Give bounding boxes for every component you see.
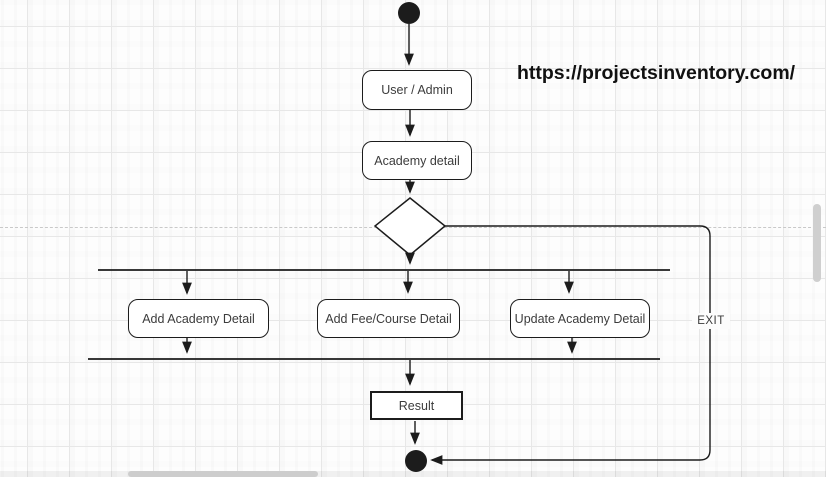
final-node[interactable] bbox=[405, 450, 427, 472]
activity-label: Update Academy Detail bbox=[514, 311, 646, 326]
activity-add-academy-detail[interactable]: Add Academy Detail bbox=[128, 299, 269, 338]
horizontal-scrollbar-track[interactable] bbox=[0, 471, 826, 477]
activity-label: Add Fee/Course Detail bbox=[325, 311, 452, 326]
edge-decision-exit-to-end bbox=[430, 225, 711, 465]
activity-label: Academy detail bbox=[374, 153, 460, 168]
activity-user-admin[interactable]: User / Admin bbox=[362, 70, 472, 110]
activity-label: Add Academy Detail bbox=[142, 311, 255, 326]
activity-update-academy-detail[interactable]: Update Academy Detail bbox=[510, 299, 650, 338]
horizontal-scrollbar-thumb[interactable] bbox=[128, 471, 318, 477]
activity-academy-detail[interactable]: Academy detail bbox=[362, 141, 472, 180]
exit-edge-label: EXIT bbox=[692, 313, 730, 329]
activity-label: Result bbox=[398, 398, 435, 413]
watermark-url-text: https://projectsinventory.com/ bbox=[517, 62, 796, 84]
vertical-scrollbar-thumb[interactable] bbox=[813, 204, 821, 282]
decision-diamond[interactable] bbox=[373, 197, 447, 256]
activity-label: User / Admin bbox=[381, 83, 453, 97]
activity-result[interactable]: Result bbox=[370, 391, 463, 420]
activity-add-fee-course-detail[interactable]: Add Fee/Course Detail bbox=[317, 299, 460, 338]
initial-node[interactable] bbox=[398, 2, 420, 24]
